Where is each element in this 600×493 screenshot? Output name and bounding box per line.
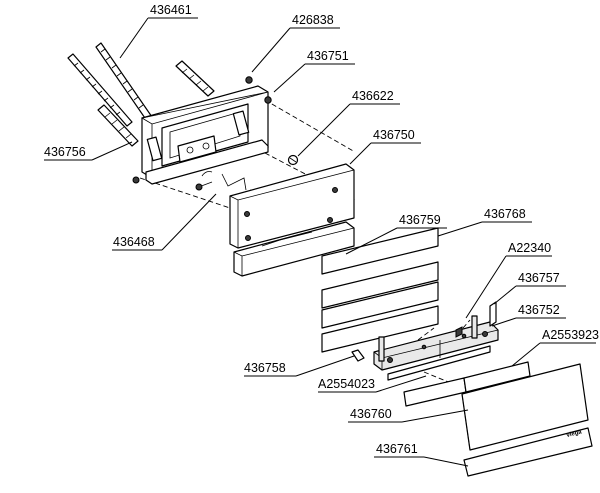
label-426838: 426838 bbox=[292, 13, 334, 27]
label-436757: 436757 bbox=[518, 271, 560, 285]
label-436760: 436760 bbox=[350, 407, 392, 421]
label-436751: 436751 bbox=[307, 49, 349, 63]
label-A2554023: A2554023 bbox=[318, 377, 375, 391]
label-436759: 436759 bbox=[399, 213, 441, 227]
label-436750: 436750 bbox=[373, 128, 415, 142]
threaded-rod bbox=[67, 53, 133, 127]
label-A2553923: A2553923 bbox=[542, 328, 599, 342]
brand-mark: viega bbox=[566, 429, 583, 439]
label-436768: 436768 bbox=[484, 207, 526, 221]
label-436756: 436756 bbox=[44, 145, 86, 159]
front-plate bbox=[221, 163, 355, 277]
cover-plate bbox=[461, 363, 589, 451]
threaded-rods bbox=[67, 42, 215, 147]
bottom-strip: viega bbox=[463, 427, 593, 477]
threaded-rod bbox=[97, 104, 139, 147]
threaded-rod bbox=[175, 60, 215, 97]
label-436761: 436761 bbox=[376, 442, 418, 456]
mounting-frame bbox=[132, 76, 272, 191]
label-436752: 436752 bbox=[518, 303, 560, 317]
part-labels: 436461 426838 436751 436622 436750 43675… bbox=[44, 3, 599, 456]
label-436622: 436622 bbox=[352, 89, 394, 103]
actuator-mechanism bbox=[351, 301, 499, 381]
label-A22340: A22340 bbox=[508, 241, 551, 255]
label-436758: 436758 bbox=[244, 361, 286, 375]
cover-strips bbox=[321, 227, 439, 353]
leader-lines bbox=[44, 17, 596, 467]
label-436468: 436468 bbox=[113, 235, 155, 249]
label-436461: 436461 bbox=[150, 3, 192, 17]
screw bbox=[287, 154, 299, 166]
trim-bars bbox=[403, 361, 531, 407]
